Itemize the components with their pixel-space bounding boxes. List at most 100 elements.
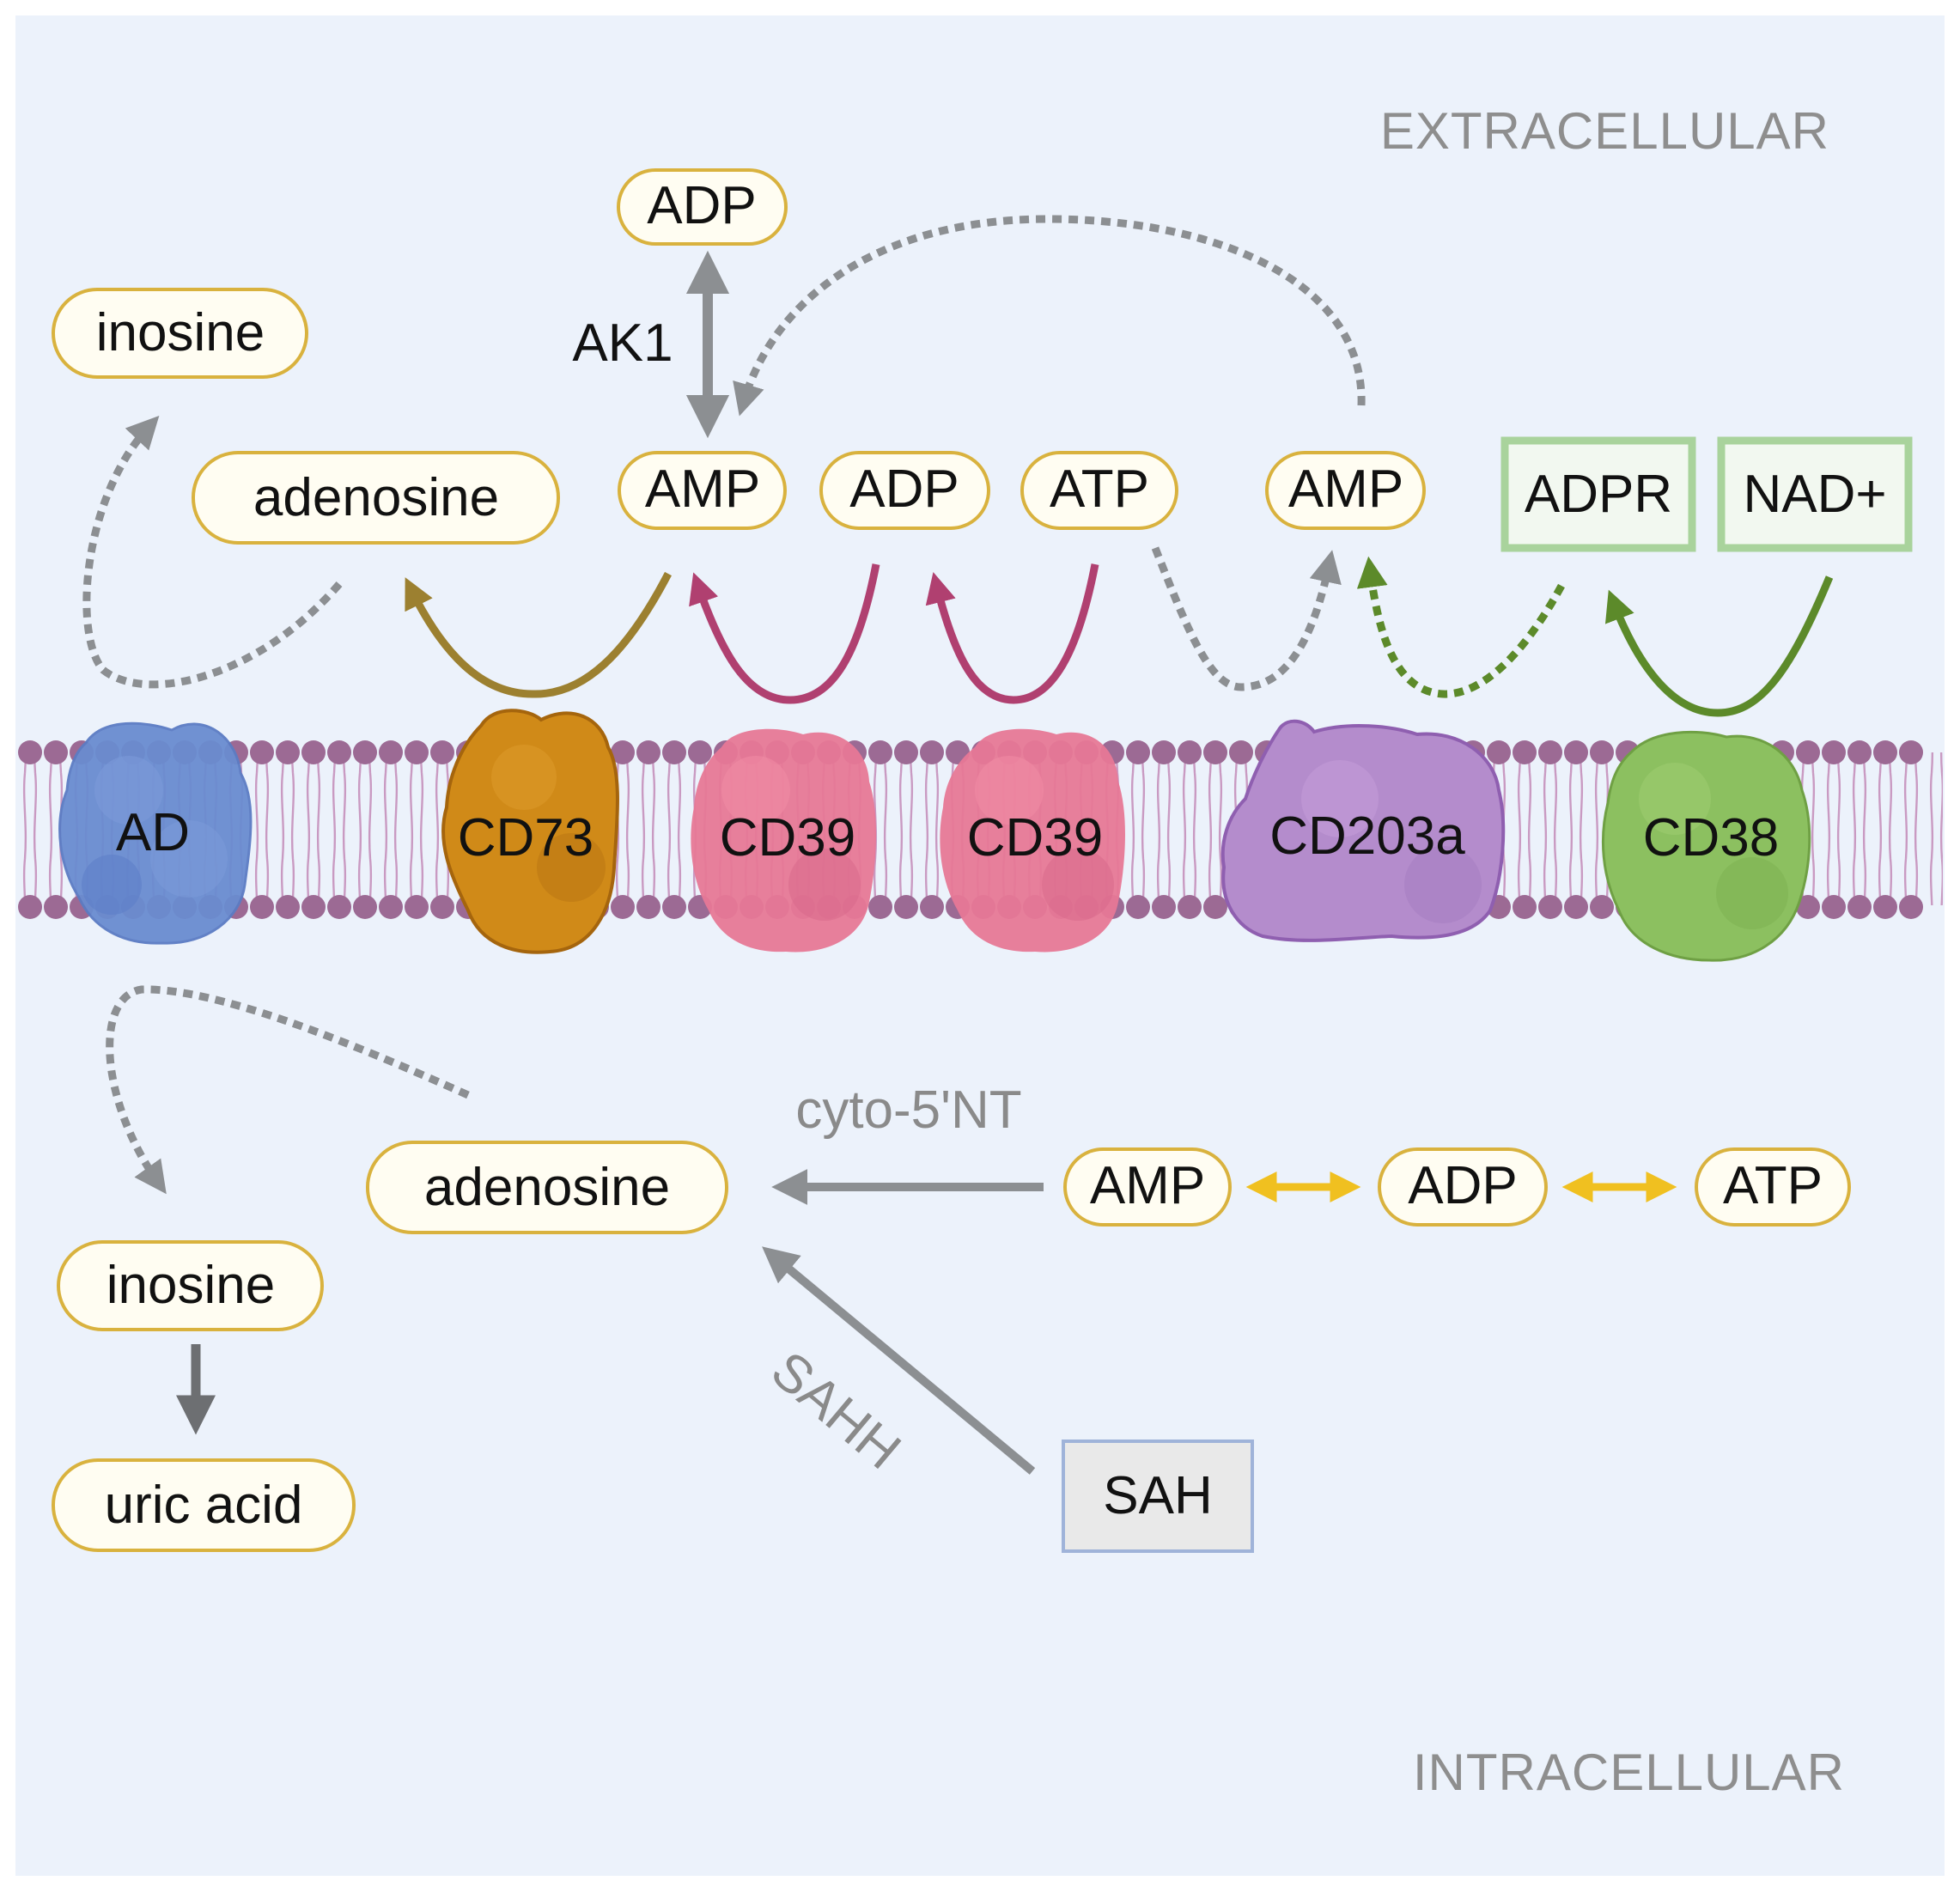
lipid-head [1538,895,1562,919]
lipid-head [1538,740,1562,764]
lipid-head [1487,740,1511,764]
protein-cd73: CD73 [441,709,619,954]
protein-cd38-label: CD38 [1643,808,1780,867]
cd203a-atp-to-amp-dotted-arrow [1151,546,1342,691]
ext-nad: NAD+ [1717,436,1913,552]
amp-return-dotted-arrow [733,215,1366,417]
lipid-head [430,895,454,919]
lipid-head [353,895,377,919]
lipid-head [868,740,892,764]
ext-adp-top: ADP [617,168,788,246]
lipid-head [430,740,454,764]
lipid-head [1796,740,1820,764]
svg-text:AMP: AMP [645,460,760,519]
svg-text:inosine: inosine [107,1256,275,1315]
protein-cd203a-label: CD203a [1269,807,1465,866]
ak1-label: AK1 [572,313,673,373]
lipid-head [301,740,326,764]
lipid-head [1822,895,1846,919]
lipid-head [662,895,686,919]
lipid-head [44,740,68,764]
lipid-head [1847,740,1872,764]
lipid-head [1822,740,1846,764]
adenosine-to-inosine-dotted-arrow [82,415,343,689]
lipid-head [1203,895,1227,919]
lipid-head [250,740,274,764]
lipid-head [920,895,944,919]
protein-cd39-1-label: CD39 [720,808,856,867]
svg-text:ADP: ADP [1408,1156,1517,1215]
int-atp: ATP [1695,1147,1851,1226]
lipid-head [1126,895,1150,919]
lipid-head [1796,895,1820,919]
cd38-arrow [1604,575,1834,717]
lipid-head [1229,740,1253,764]
cyto5nt-label: cyto-5'NT [795,1080,1021,1140]
protein-ad: AD [58,721,253,945]
lipid-head [1152,740,1176,764]
lipid-head [920,740,944,764]
lipid-head [894,740,918,764]
lipid-head [1564,740,1588,764]
lipid-head [1873,740,1897,764]
lipid-head [1126,740,1150,764]
lipid-head [276,895,300,919]
protein-cd39-2: CD39 [940,728,1125,953]
lipid-head [1564,895,1588,919]
svg-text:AMP: AMP [1090,1156,1205,1215]
lipid-head [1203,740,1227,764]
int-sah: SAH [1062,1440,1254,1553]
lipid-head [611,895,635,919]
int-inosine: inosine [57,1240,324,1331]
cd39-atp-to-adp-arrow [925,563,1099,704]
lipid-head [379,740,403,764]
lipid-head [327,740,351,764]
lipid-head [276,740,300,764]
protein-cd203a: CD203a [1220,719,1506,942]
lipid-head [327,895,351,919]
protein-cd73-label: CD73 [458,808,594,867]
svg-text:adenosine: adenosine [424,1158,670,1217]
svg-text:SAH: SAH [1103,1466,1212,1525]
lipid-head [1513,895,1537,919]
lipid-head [1899,895,1923,919]
protein-cd39-1: CD39 [691,728,876,953]
background-panel [15,15,1945,1876]
ext-adp: ADP [819,451,990,530]
ext-amp-2: AMP [1265,451,1426,530]
svg-text:uric acid: uric acid [105,1476,303,1535]
svg-text:ATP: ATP [1050,460,1149,519]
lipid-head [1590,740,1614,764]
ext-adpr: ADPR [1500,436,1696,552]
lipid-head [250,895,274,919]
lipid-head [636,740,660,764]
svg-text:NAD+: NAD+ [1743,465,1886,524]
ext-amp-1: AMP [618,451,787,530]
lipid-head [44,895,68,919]
sahh-arrow [762,1246,1036,1475]
cd39-adp-to-amp-arrow [689,563,880,704]
ext-inosine: inosine [52,288,308,379]
lipid-head [868,895,892,919]
cd73-arrow [405,571,672,698]
lipid-head [1178,740,1202,764]
lipid-head [405,740,429,764]
lipid-head [18,895,42,919]
int-uric-acid: uric acid [52,1458,356,1552]
lipid-head [405,895,429,919]
lipid-head [353,740,377,764]
lipid-head [894,895,918,919]
protein-cd39-2-label: CD39 [967,808,1104,867]
intracellular-adenosine-to-inosine-dotted-arrow [106,985,470,1195]
protein-cd38: CD38 [1601,730,1811,962]
lipid-head [688,740,712,764]
lipid-head [1899,740,1923,764]
lipid-head [1590,895,1614,919]
cd203a-adpr-to-amp-dotted-arrow [1356,556,1565,698]
lipid-head [18,740,42,764]
svg-text:ADPR: ADPR [1525,465,1672,524]
extracellular-label: EXTRACELLULAR [1380,102,1829,160]
lipid-head [379,895,403,919]
